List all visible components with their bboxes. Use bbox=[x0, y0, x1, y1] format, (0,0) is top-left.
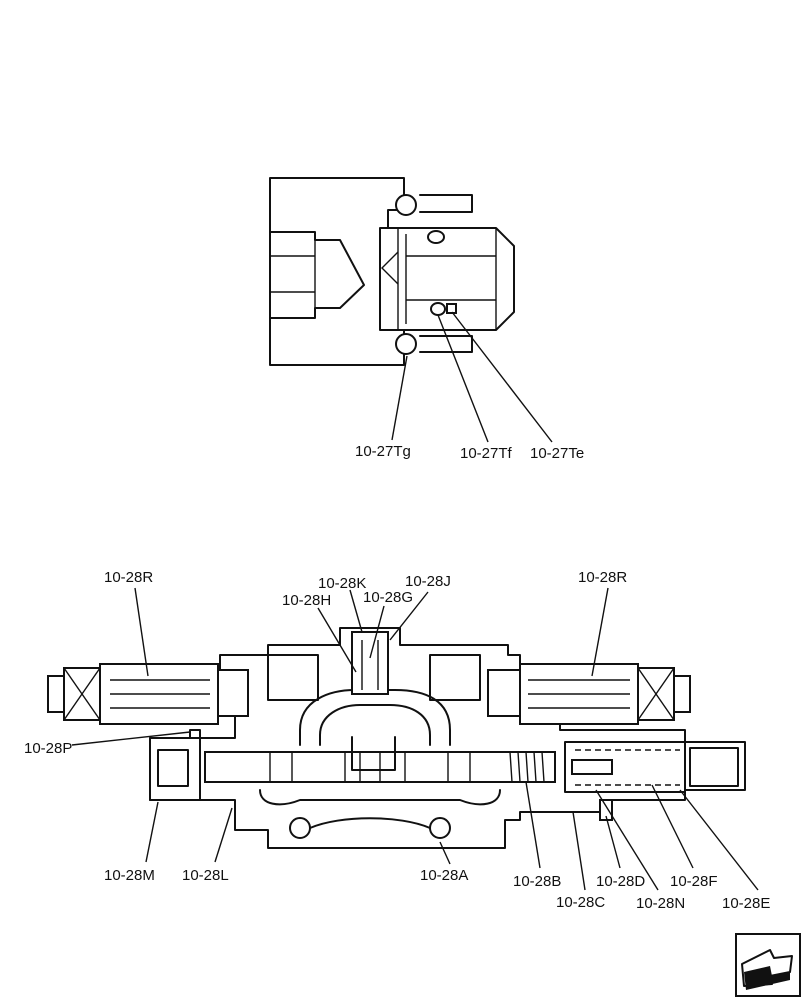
label-10-28p: 10-28P bbox=[24, 740, 72, 757]
label-10-28c: 10-28C bbox=[556, 894, 605, 911]
label-10-28l: 10-28L bbox=[182, 867, 229, 884]
right-solenoid bbox=[487, 663, 691, 725]
spool-valve-section bbox=[149, 627, 746, 849]
check-valve-detail bbox=[269, 177, 553, 443]
label-10-27te: 10-27Te bbox=[530, 445, 584, 462]
label-10-28h: 10-28H bbox=[282, 592, 331, 609]
label-10-28r-left: 10-28R bbox=[104, 569, 153, 586]
label-10-28r-right: 10-28R bbox=[578, 569, 627, 586]
label-10-28g: 10-28G bbox=[363, 589, 413, 606]
label-10-27tg: 10-27Tg bbox=[355, 443, 411, 460]
label-10-28b: 10-28B bbox=[513, 873, 561, 890]
left-solenoid bbox=[47, 663, 249, 725]
label-10-28n: 10-28N bbox=[636, 895, 685, 912]
label-10-27tf: 10-27Tf bbox=[460, 445, 513, 462]
label-10-28f: 10-28F bbox=[670, 873, 718, 890]
label-10-28k: 10-28K bbox=[318, 575, 366, 592]
label-10-28d: 10-28D bbox=[596, 873, 645, 890]
label-10-28e: 10-28E bbox=[722, 895, 770, 912]
label-10-28a: 10-28A bbox=[420, 867, 468, 884]
next-page-arrow-icon[interactable] bbox=[735, 933, 801, 997]
label-10-28j: 10-28J bbox=[405, 573, 451, 590]
valve-leader-lines bbox=[71, 587, 759, 891]
label-10-28m: 10-28M bbox=[104, 867, 155, 884]
